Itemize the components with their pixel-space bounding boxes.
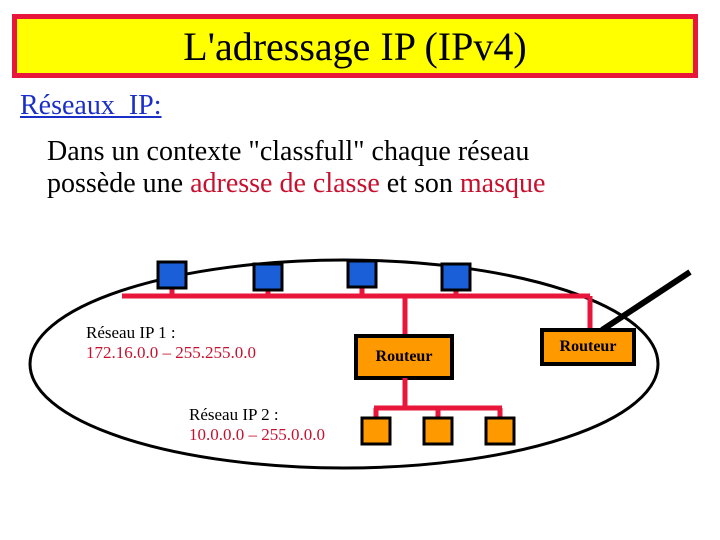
outer-router-uplink [600,269,692,333]
router-inner-label: Routeur [375,348,433,365]
network1-name: Réseau IP 1 : [86,323,176,342]
page-title: L'adressage IP (IPv4) [183,23,527,69]
host-blue-3 [346,259,378,289]
host-orange-1 [360,416,392,446]
router-outer [540,328,636,366]
network-ellipse [28,258,660,470]
body-text: Dans un contexte "classfull" chaque rése… [47,136,545,200]
section-heading: Réseaux IP: [20,90,162,121]
network2-name: Réseau IP 2 : [189,405,279,424]
network1-label: Réseau IP 1 : 172.16.0.0 – 255.255.0.0 [86,323,256,363]
highlight-mask: masque [459,168,546,199]
highlight-class-address: adresse de classe [190,168,380,199]
network2-label: Réseau IP 2 : 10.0.0.0 – 255.0.0.0 [189,405,325,445]
host-blue-2 [252,262,284,292]
host-blue-4 [440,262,472,292]
body-line-2-mid: et son [379,168,460,199]
network1-address: 172.16.0.0 – 255.255.0.0 [86,343,256,362]
network2-address: 10.0.0.0 – 255.0.0.0 [189,425,325,444]
body-line-2-prefix: possède une [47,168,191,199]
host-blue-1 [156,260,188,290]
title-banner: L'adressage IP (IPv4) [12,14,698,78]
host-orange-3 [484,416,516,446]
router-outer-label: Routeur [559,338,617,355]
body-line-1: Dans un contexte "classfull" chaque rése… [47,136,530,167]
body-line-2: possède une adresse de classe et son mas… [47,168,545,200]
host-orange-2 [422,416,454,446]
